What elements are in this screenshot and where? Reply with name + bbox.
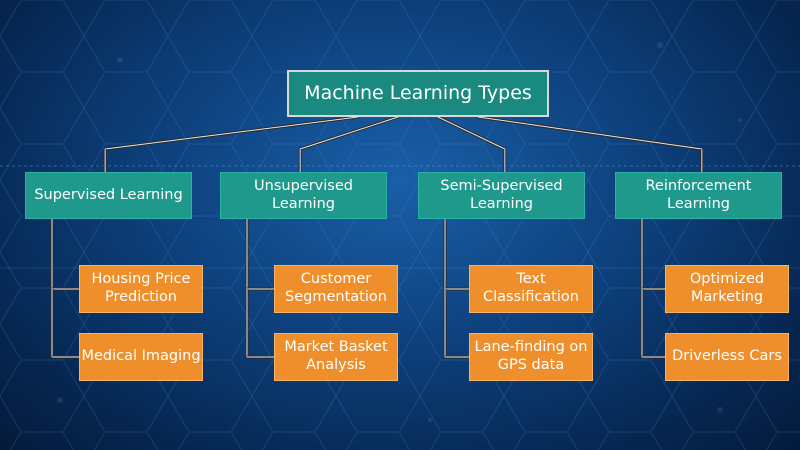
connector-root-to-category-1-highlight	[300, 116, 399, 150]
example-node-driverless-cars: Driverless Cars	[665, 333, 789, 381]
example-node-market-basket-analysis: Market Basket Analysis	[274, 333, 398, 381]
example-node-medical-imaging: Medical Imaging	[79, 333, 203, 381]
connector-root-to-category-2-highlight	[437, 116, 506, 150]
example-node-lane-finding: Lane-finding on GPS data	[469, 333, 593, 381]
connector-root-to-category-0-highlight	[105, 116, 359, 150]
category-node-semi-supervised: Semi-Supervised Learning	[418, 172, 585, 219]
example-node-customer-segmentation: Customer Segmentation	[274, 265, 398, 313]
root-node-title: Machine Learning Types	[287, 70, 549, 117]
category-node-reinforcement: Reinforcement Learning	[615, 172, 782, 219]
example-node-optimized-marketing: Optimized Marketing	[665, 265, 789, 313]
connector-root-to-category-3-highlight	[477, 116, 702, 150]
category-node-supervised: Supervised Learning	[25, 172, 192, 219]
example-node-housing-price-prediction: Housing Price Prediction	[79, 265, 203, 313]
category-node-unsupervised: Unsupervised Learning	[220, 172, 387, 219]
example-node-text-classification: Text Classification	[469, 265, 593, 313]
